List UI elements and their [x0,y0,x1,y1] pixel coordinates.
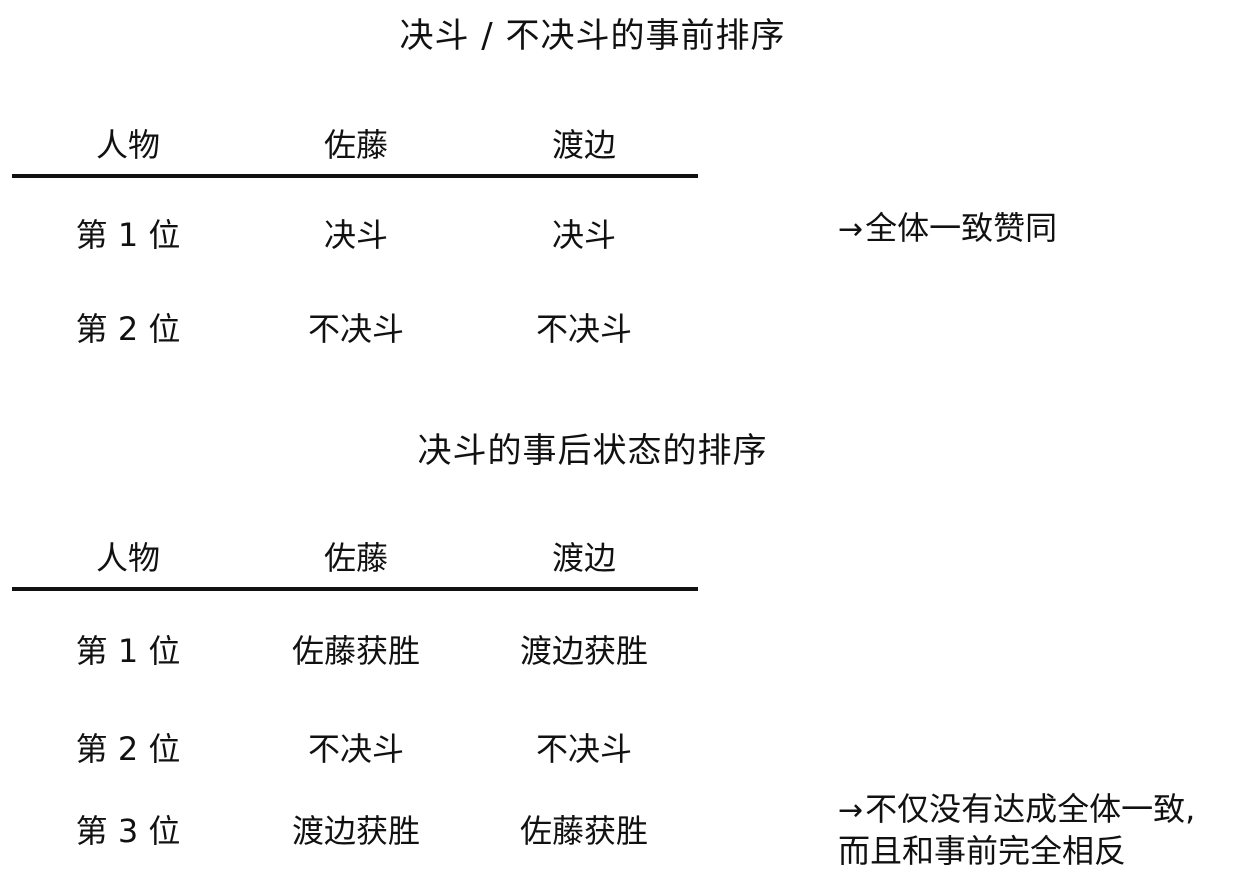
header-sato: 佐藤 [323,126,389,164]
watanabe-cell: 渡边获胜 [519,632,649,670]
note-text-line-2: 而且和事前完全相反 [838,832,1127,870]
rank-cell: 第 1 位 [75,216,181,254]
header-person: 人物 [95,539,161,577]
header-person: 人物 [95,126,161,164]
right-arrow-icon: → [838,793,864,828]
rank-cell: 第 1 位 [75,632,181,670]
table-after-title: 决斗的事后状态的排序 [417,431,768,471]
rank-cell: 第 2 位 [75,310,181,348]
watanabe-cell: 不决斗 [535,730,633,768]
note-text-line-1: 不仅没有达成全体一致, [865,790,1196,828]
note-unanimous: →全体一致赞同 [838,208,1057,250]
watanabe-cell: 佐藤获胜 [519,812,649,850]
header-sato: 佐藤 [323,539,389,577]
sato-cell: 渡边获胜 [291,812,421,850]
right-arrow-icon: → [838,212,864,247]
sato-cell: 不决斗 [307,730,405,768]
sato-cell: 佐藤获胜 [291,632,421,670]
table-before-title: 决斗 / 不决斗的事前排序 [399,16,786,56]
header-rule [12,587,698,591]
rank-cell: 第 2 位 [75,730,181,768]
sato-cell: 决斗 [323,216,389,254]
rank-cell: 第 3 位 [75,812,181,850]
header-watanabe: 渡边 [551,539,617,577]
header-rule [12,174,698,178]
note-text: 全体一致赞同 [865,209,1058,247]
sato-cell: 不决斗 [307,310,405,348]
watanabe-cell: 不决斗 [535,310,633,348]
watanabe-cell: 决斗 [551,216,617,254]
note-reversed: →不仅没有达成全体一致, 而且和事前完全相反 [838,789,1195,871]
note-line-1: →不仅没有达成全体一致, [838,789,1195,831]
header-watanabe: 渡边 [551,126,617,164]
